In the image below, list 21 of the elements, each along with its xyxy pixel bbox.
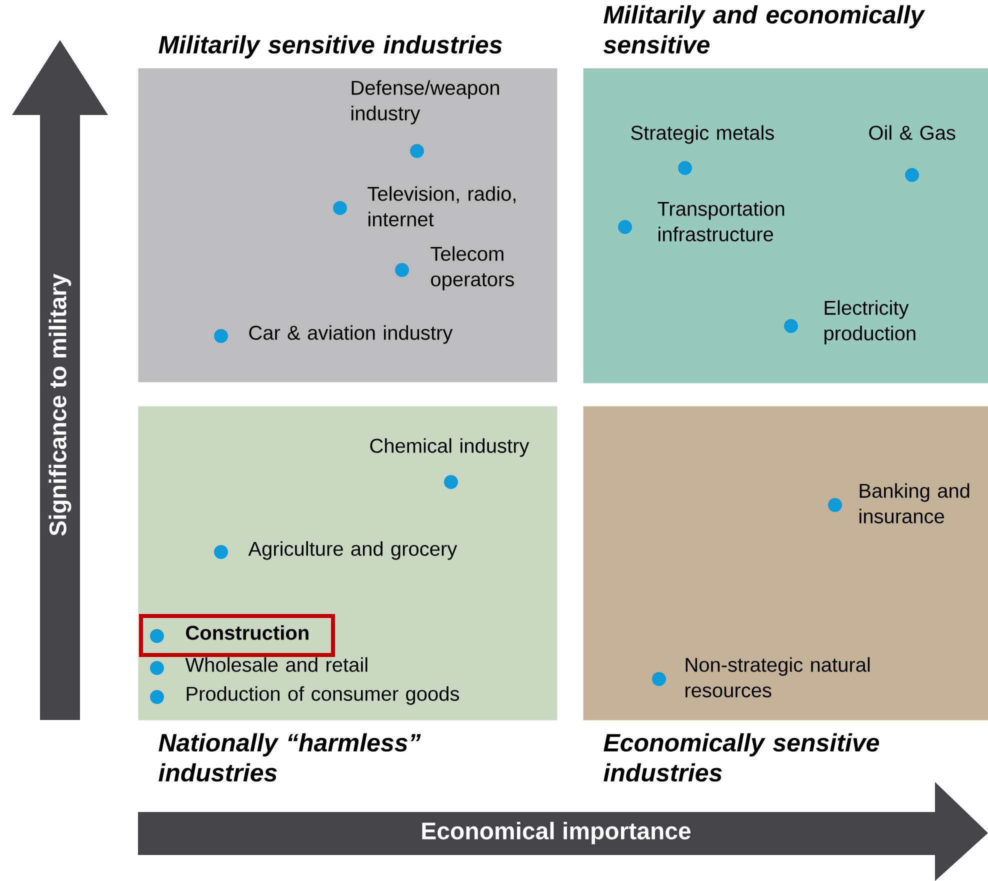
item-label: Banking and insurance	[860, 483, 970, 524]
item-label: Agriculture and grocery	[248, 541, 458, 560]
item-label: Chemical industry	[370, 438, 530, 457]
quadrant-heading: Militarily and economically sensitive	[604, 5, 926, 54]
item-label: Telecom operators	[430, 246, 514, 290]
item-label: Car & aviation industry	[249, 325, 453, 344]
item-label: Defense/weapon industry	[352, 80, 499, 124]
item-label: Construction	[186, 625, 308, 640]
item-label: Oil & Gas	[869, 125, 956, 140]
quadrant-heading: Nationally “harmless” industries	[158, 733, 421, 782]
quadrant-heading: Economically sensitive industries	[604, 733, 879, 782]
quadrant-heading: Militarily sensitive industries	[158, 35, 502, 58]
item-label: Transportation infrastructure	[658, 201, 784, 242]
axis-label: Economical importance	[422, 822, 691, 844]
item-label: Production of consumer goods	[186, 686, 459, 705]
item-label: Non-strategic natural resources	[686, 657, 870, 698]
item-label: Wholesale and retail	[185, 657, 368, 672]
item-label: Electricity production	[824, 300, 916, 344]
item-label: Television, radio, internet	[368, 186, 516, 226]
axis-label: Significance to military	[48, 274, 72, 536]
item-label: Strategic metals	[631, 125, 774, 144]
